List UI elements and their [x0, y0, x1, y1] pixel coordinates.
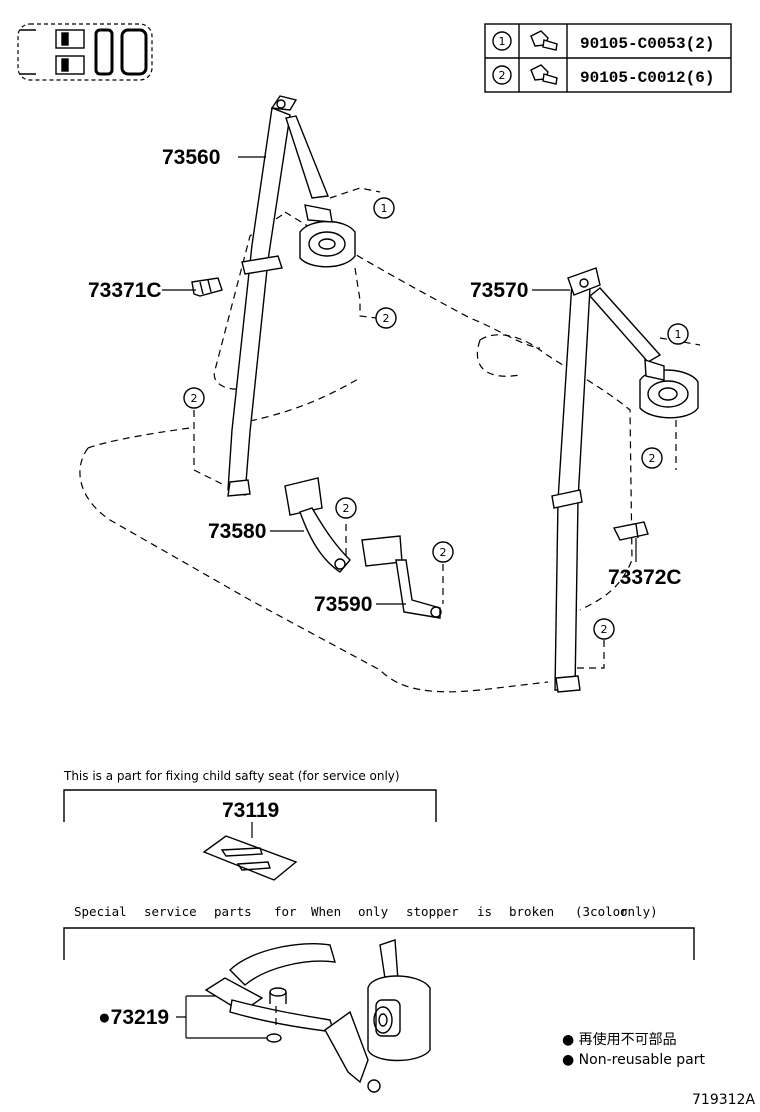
special-note-word: broken [509, 904, 554, 919]
seat-outline [79, 211, 633, 693]
bolt-leaders [193, 187, 701, 669]
bolt-part-2: 90105-C0012(6) [580, 69, 714, 87]
stopper-assembly [204, 939, 399, 1093]
figure-number: 719312A [692, 1092, 755, 1108]
label-73219: ●73219 [98, 1006, 169, 1029]
label-73590: 73590 [314, 593, 372, 616]
callout-2-right-retractor: 2 [649, 452, 656, 465]
retractor-right [639, 359, 699, 419]
belt-73560 [227, 95, 329, 497]
special-note-word: When [311, 904, 341, 919]
child-seat-note: This is a part for fixing child safty se… [63, 769, 400, 783]
special-note: Special service parts for When only stopper is b… [74, 904, 658, 919]
label-73570: 73570 [470, 279, 528, 302]
legend: ● 再使用不可部品 ● Non-reusable part [562, 1031, 705, 1068]
special-note-word: service [144, 904, 197, 919]
bolt-ref-1: 1 [499, 35, 506, 48]
bolt-ref-2: 2 [499, 69, 506, 82]
callout-2-left-retractor: 2 [383, 312, 390, 325]
special-note-word: parts [214, 904, 252, 919]
cover-73372c [612, 521, 649, 541]
special-note-word: only [358, 904, 389, 919]
bolt-icon [530, 30, 558, 85]
callout-1-left: 1 [381, 202, 388, 215]
retractor-left [299, 204, 356, 268]
callout-group: 1 2 2 1 2 2 2 2 [183, 197, 689, 640]
part-labels: 73560 73371C 73570 73580 73590 73372C [88, 146, 682, 616]
callout-2-buckle-a: 2 [343, 502, 350, 515]
special-note-word: (3color [575, 904, 628, 919]
callout-2-right-anchor: 2 [601, 623, 608, 636]
bolt-table: 1 2 90105-C0053(2) 90105-C0012(6) [484, 23, 732, 93]
vehicle-location-icon [17, 23, 153, 81]
callout-2-left-anchor: 2 [191, 392, 198, 405]
legend-japanese: ● 再使用不可部品 [562, 1031, 677, 1048]
callout-2-buckle-b: 2 [440, 546, 447, 559]
legend-english: ● Non-reusable part [562, 1052, 705, 1068]
special-note-word: stopper [406, 904, 459, 919]
special-note-word: only) [620, 904, 658, 919]
label-73371c: 73371C [88, 279, 162, 302]
retractor-service [367, 975, 431, 1062]
cover-73371c [191, 277, 223, 297]
special-note-word: for [274, 904, 297, 919]
child-seat-section: This is a part for fixing child safty se… [63, 769, 437, 881]
belt-73570 [551, 267, 662, 693]
label-73560: 73560 [162, 146, 220, 169]
special-note-word: Special [74, 904, 127, 919]
label-73580: 73580 [208, 520, 266, 543]
special-note-word: is [477, 904, 492, 919]
callout-1-right: 1 [675, 328, 682, 341]
label-73372c: 73372C [608, 566, 682, 589]
buckle-73590 [361, 535, 442, 619]
special-section: Special service parts for When only stopper is b… [63, 904, 695, 1093]
bracket-73119 [202, 835, 298, 881]
buckle-73580 [284, 477, 351, 573]
label-73119: 73119 [222, 799, 279, 822]
bolt-part-1: 90105-C0053(2) [580, 35, 714, 53]
